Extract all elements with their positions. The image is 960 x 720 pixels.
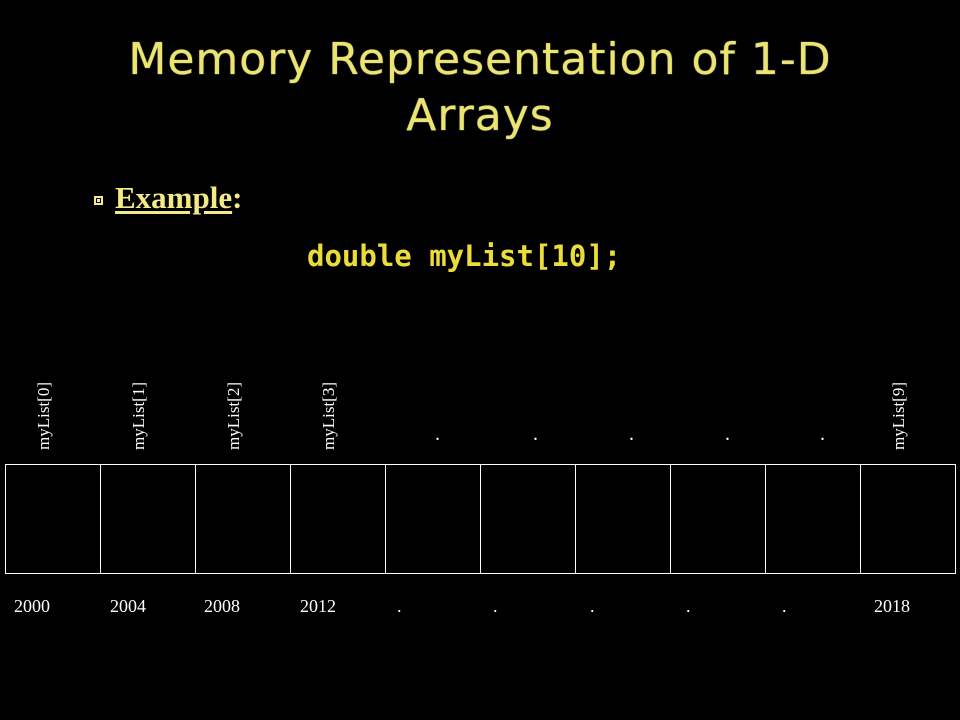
memory-address: 2018 <box>874 596 910 616</box>
index-label-text: myList[2] <box>224 382 243 450</box>
index-label: myList[2] <box>195 340 290 450</box>
memory-cell <box>481 464 576 574</box>
index-label-text: myList[3] <box>319 382 338 450</box>
slide-title: Memory Representation of 1-D Arrays <box>0 32 960 144</box>
memory-cell <box>6 464 101 574</box>
memory-cell <box>766 464 861 574</box>
memory-address: . <box>590 596 595 616</box>
index-label-text: myList[1] <box>129 382 148 450</box>
index-label: myList[0] <box>5 340 100 450</box>
memory-address: . <box>397 596 402 616</box>
index-label-text: myList[0] <box>34 382 53 450</box>
memory-address: . <box>686 596 691 616</box>
memory-address: . <box>782 596 787 616</box>
memory-cell <box>291 464 386 574</box>
ellipsis-index-dot: . <box>435 423 440 445</box>
memory-cell <box>671 464 766 574</box>
slide-title-line-1: Memory Representation of 1-D <box>128 34 832 85</box>
memory-address: . <box>493 596 498 616</box>
ellipsis-index-dot: . <box>820 423 825 445</box>
code-declaration: double myList[10]; <box>307 239 622 273</box>
slide-title-line-2: Arrays <box>406 90 554 141</box>
memory-cells <box>5 464 958 574</box>
memory-address: 2004 <box>110 596 146 616</box>
index-label: myList[1] <box>100 340 195 450</box>
memory-cell <box>386 464 481 574</box>
memory-address: 2012 <box>300 596 336 616</box>
square-bullet-icon <box>94 195 103 205</box>
ellipsis-index-dot: . <box>533 423 538 445</box>
memory-cell <box>576 464 671 574</box>
example-bullet: Example : <box>94 176 242 220</box>
memory-cell <box>196 464 291 574</box>
example-colon: : <box>232 180 243 215</box>
ellipsis-index-dot: . <box>629 423 634 445</box>
ellipsis-index-dot: . <box>725 423 730 445</box>
index-label: myList[3] <box>290 340 385 450</box>
memory-cell <box>101 464 196 574</box>
memory-address: 2000 <box>14 596 50 616</box>
memory-address: 2008 <box>204 596 240 616</box>
example-label: Example <box>115 180 233 215</box>
memory-cell <box>861 464 956 574</box>
